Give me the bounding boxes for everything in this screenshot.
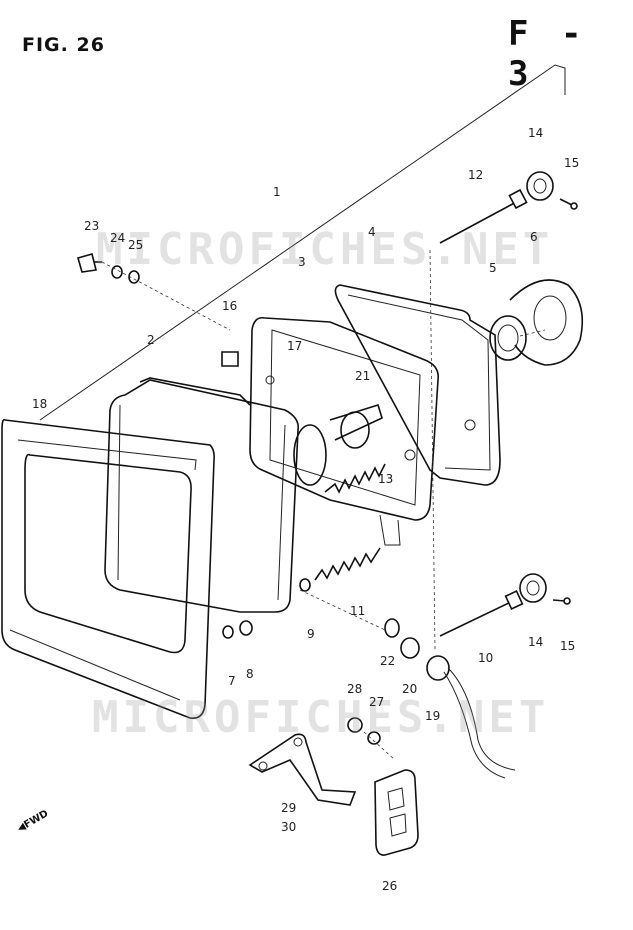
callout-2: 2	[147, 333, 155, 347]
washer-8	[239, 620, 253, 636]
socket-5	[489, 315, 527, 361]
reflector-26	[374, 769, 419, 856]
callout-12: 12	[468, 168, 484, 182]
spring-13	[324, 463, 386, 494]
page-code: F - 3	[508, 14, 588, 94]
figure-label: FIG. 26	[22, 34, 105, 56]
callout-23: 23	[84, 219, 100, 233]
leader-line-1	[39, 64, 566, 421]
screw-15-lower	[552, 597, 571, 605]
callout-29: 29	[281, 801, 297, 815]
housing-bracket-4	[334, 284, 501, 486]
callout-15-upper: 15	[564, 156, 580, 170]
adjusting-screw-10	[439, 590, 524, 637]
callout-26: 26	[382, 879, 398, 893]
callout-11: 11	[350, 604, 366, 618]
callout-3: 3	[298, 255, 306, 269]
nut-28	[347, 717, 363, 733]
watermark-top: MICROFICHES.NET	[96, 224, 554, 275]
watermark-bottom: MICROFICHES.NET	[92, 692, 550, 743]
spring-11	[314, 547, 381, 581]
position-bulb-22	[384, 618, 400, 638]
callout-5: 5	[489, 261, 497, 275]
callout-8: 8	[246, 667, 254, 681]
callout-14-lower: 14	[528, 635, 544, 649]
callout-6: 6	[530, 230, 538, 244]
callout-24: 24	[110, 231, 126, 245]
callout-22: 22	[380, 654, 396, 668]
adjusting-screw-12	[439, 188, 528, 244]
callout-18: 18	[32, 397, 48, 411]
headlight-bulb-21	[329, 403, 383, 449]
callout-10: 10	[478, 651, 494, 665]
screw-16	[221, 351, 239, 367]
callout-28: 28	[347, 682, 363, 696]
callout-7: 7	[228, 674, 236, 688]
socket-wire-19	[426, 655, 516, 779]
headlight-rim-18	[1, 418, 215, 720]
washer-7	[222, 625, 234, 639]
callout-19: 19	[425, 709, 441, 723]
bulb-cover-6	[509, 279, 584, 366]
reflector-bracket-29	[248, 733, 357, 806]
callout-4: 4	[368, 225, 376, 239]
sealed-beam-unit-2	[104, 377, 327, 613]
callout-25: 25	[128, 238, 144, 252]
washer-27	[367, 731, 381, 745]
callout-16: 16	[222, 299, 238, 313]
screw-23	[77, 253, 102, 273]
callout-30: 30	[281, 820, 297, 834]
callout-21: 21	[355, 369, 371, 383]
callout-15-lower: 15	[560, 639, 576, 653]
callout-17: 17	[287, 339, 303, 353]
callout-27: 27	[369, 695, 385, 709]
callout-1: 1	[273, 185, 281, 199]
callout-9: 9	[307, 627, 315, 641]
socket-20	[400, 637, 420, 659]
callout-13: 13	[378, 472, 394, 486]
nut-14-upper	[526, 171, 554, 201]
callout-20: 20	[402, 682, 418, 696]
nut-14-lower	[519, 573, 547, 603]
screw-15-upper	[559, 198, 578, 210]
callout-14-upper: 14	[528, 126, 544, 140]
washer-9	[299, 578, 311, 592]
